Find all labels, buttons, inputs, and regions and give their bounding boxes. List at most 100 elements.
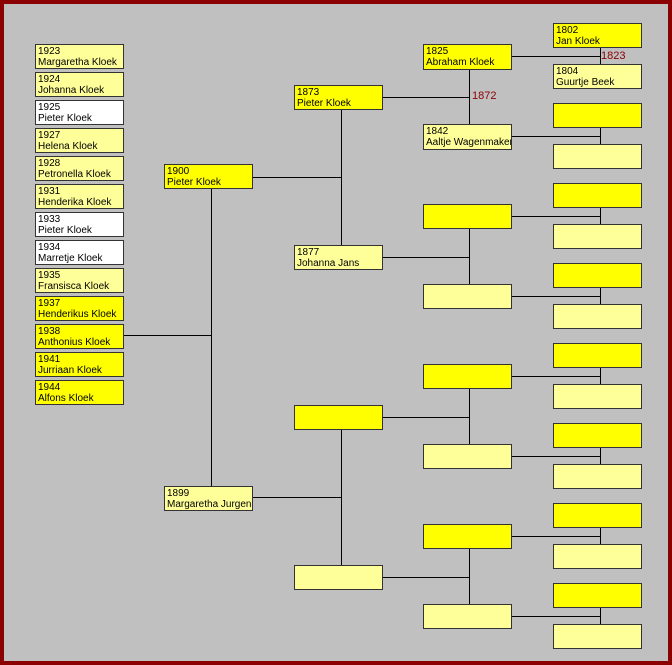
- empty-ancestor-card[interactable]: [553, 263, 642, 288]
- pgm-year: 1877: [297, 247, 320, 258]
- empty-ancestor-card[interactable]: [553, 224, 642, 249]
- empty-ancestor-card[interactable]: [553, 304, 642, 329]
- gggf-year: 1802: [556, 25, 579, 36]
- connector-line: [600, 208, 601, 224]
- empty-ancestor-card[interactable]: [553, 144, 642, 169]
- connector-line: [600, 48, 601, 64]
- maternal-grandfather-card[interactable]: [294, 405, 383, 430]
- child-name: Pieter Kloek: [38, 225, 92, 236]
- connector-line: [600, 128, 601, 144]
- connector-line: [124, 335, 211, 336]
- empty-ancestor-card[interactable]: [553, 624, 642, 649]
- child-year: 1927: [38, 130, 61, 141]
- child-name: Johanna Kloek: [38, 85, 105, 96]
- child-name: Anthonius Kloek: [38, 337, 111, 348]
- empty-ancestor-card[interactable]: [423, 524, 512, 549]
- pgf-name: Pieter Kloek: [297, 98, 351, 109]
- child-year: 1944: [38, 382, 61, 393]
- ggf-name: Abraham Kloek: [426, 57, 495, 68]
- connector-line: [512, 456, 600, 457]
- empty-ancestor-card[interactable]: [553, 544, 642, 569]
- father-year: 1900: [167, 166, 190, 177]
- father-name: Pieter Kloek: [167, 177, 221, 188]
- marriage-year-gg: 1823: [601, 50, 626, 62]
- child-name: Marretje Kloek: [38, 253, 103, 264]
- maternal-grandmother-card[interactable]: [294, 565, 383, 590]
- connector-line: [341, 430, 342, 565]
- connector-line: [469, 229, 470, 284]
- empty-ancestor-card[interactable]: [423, 444, 512, 469]
- connector-line: [600, 608, 601, 624]
- connector-line: [469, 70, 470, 124]
- connector-line: [469, 549, 470, 604]
- mother-name: Margaretha Jurgens: [167, 499, 253, 510]
- connector-line: [383, 577, 469, 578]
- child-name: Margaretha Kloek: [38, 57, 117, 68]
- pgm-name: Johanna Jans: [297, 258, 360, 269]
- empty-ancestor-card[interactable]: [553, 384, 642, 409]
- child-year: 1928: [38, 158, 61, 169]
- empty-ancestor-card[interactable]: [553, 343, 642, 368]
- connector-line: [512, 536, 600, 537]
- empty-ancestor-card[interactable]: [553, 583, 642, 608]
- empty-ancestor-card[interactable]: [553, 503, 642, 528]
- empty-ancestor-card[interactable]: [423, 364, 512, 389]
- empty-ancestor-card[interactable]: [423, 204, 512, 229]
- child-year: 1925: [38, 102, 61, 113]
- empty-ancestor-card[interactable]: [553, 423, 642, 448]
- connector-line: [383, 417, 469, 418]
- empty-ancestor-card[interactable]: [553, 464, 642, 489]
- child-year: 1938: [38, 326, 61, 337]
- child-name: Petronella Kloek: [38, 169, 111, 180]
- child-year: 1931: [38, 186, 61, 197]
- child-name: Pieter Kloek: [38, 113, 92, 124]
- connector-line: [253, 177, 341, 178]
- connector-line: [512, 616, 600, 617]
- child-name: Helena Kloek: [38, 141, 98, 152]
- child-year: 1924: [38, 74, 61, 85]
- child-name: Alfons Kloek: [38, 393, 94, 404]
- connector-line: [341, 110, 342, 245]
- gggm-year: 1804: [556, 66, 579, 77]
- child-name: Henderika Kloek: [38, 197, 112, 208]
- connector-line: [600, 288, 601, 304]
- connector-line: [512, 296, 600, 297]
- connector-line: [253, 497, 341, 498]
- connector-line: [600, 528, 601, 544]
- gggm-name: Guurtje Beek: [556, 77, 615, 88]
- empty-ancestor-card[interactable]: [553, 183, 642, 208]
- ggm-year: 1842: [426, 126, 449, 137]
- child-year: 1937: [38, 298, 61, 309]
- connector-line: [383, 257, 469, 258]
- child-name: Henderikus Kloek: [38, 309, 117, 320]
- child-year: 1933: [38, 214, 61, 225]
- connector-line: [600, 448, 601, 464]
- empty-ancestor-card[interactable]: [423, 284, 512, 309]
- empty-ancestor-card[interactable]: [553, 103, 642, 128]
- empty-ancestor-card[interactable]: [423, 604, 512, 629]
- gggf-name: Jan Kloek: [556, 36, 600, 47]
- connector-line: [512, 216, 600, 217]
